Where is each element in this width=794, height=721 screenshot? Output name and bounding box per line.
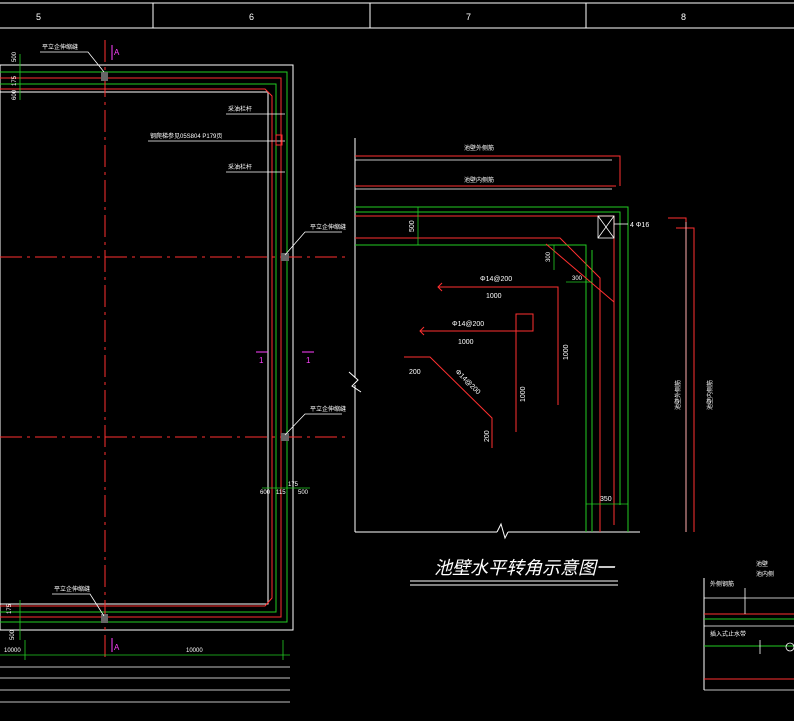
vert-label-inner: 池壁内侧筋 <box>706 380 714 410</box>
grid-header: 5 6 7 8 <box>0 2 794 29</box>
joint-top <box>101 72 108 81</box>
bar-2-label: Φ14@200 <box>452 321 484 328</box>
section-mark-a[interactable]: A <box>114 48 120 57</box>
rebar-inner-green <box>0 83 277 613</box>
rebar-corner-label: 4 Φ16 <box>630 222 649 229</box>
partial-label-c: 外侧钢筋 <box>710 580 734 588</box>
vert-label-outer: 池壁外侧筋 <box>674 380 682 410</box>
bar-1-length: 1000 <box>486 293 502 300</box>
dim-350: 350 <box>600 496 612 503</box>
joint-right-2 <box>281 433 289 441</box>
dim-right-115: 115 <box>276 490 286 496</box>
note-rail-2: 采油栏杆 <box>228 163 252 171</box>
wall-inner <box>0 91 269 605</box>
leader-joint-right-lower: 平立企伸缩缝 <box>310 405 346 413</box>
joint-bottom <box>101 614 108 623</box>
grid-label-7: 7 <box>466 12 471 22</box>
section-mark-a-bottom[interactable]: A <box>114 643 120 652</box>
len-200b: 200 <box>484 430 491 442</box>
note-rail-1: 采油栏杆 <box>228 105 252 113</box>
partial-detail-view[interactable]: 池壁 池内侧 外侧钢筋 插入式止水带 <box>703 560 794 691</box>
grid-label-8: 8 <box>681 12 686 22</box>
leader-joint-right-upper: 平立企伸缩缝 <box>310 223 346 231</box>
dim-right-600: 600 <box>260 490 271 496</box>
dim-left-top-600: 600 <box>12 89 18 100</box>
partial-label-a: 池壁 <box>756 560 768 568</box>
len-1000-vert-b: 1000 <box>520 386 527 402</box>
grid-label-6: 6 <box>249 12 254 22</box>
bar-3-label: Φ14@200 <box>454 368 482 396</box>
dim-bottom-left: 10000 <box>4 648 21 654</box>
corner-detail-view[interactable]: 池壁外侧筋 池壁内侧筋 4 Φ16 500 300 300 Φ14@200 10… <box>348 138 714 586</box>
label-outer-bar: 池壁外侧筋 <box>464 144 494 152</box>
dim-500: 500 <box>409 220 416 232</box>
dim-bottom-mid: 10000 <box>186 648 203 654</box>
partial-label-b: 池内侧 <box>756 570 774 578</box>
dim-right-500: 500 <box>298 490 309 496</box>
joint-right-1 <box>281 253 289 261</box>
grid-label-5: 5 <box>36 12 41 22</box>
len-1000-vert-a: 1000 <box>563 344 570 360</box>
dim-left-bottom-175: 175 <box>7 603 13 614</box>
plan-view[interactable]: A A 1 1 平立企伸缩缝 平立企伸缩缝 平立企伸缩缝 平立企伸缩缝 采油栏杆… <box>0 40 350 703</box>
leader-joint-bottom-left: 平立企伸缩缝 <box>54 585 90 593</box>
rebar-red-1 <box>0 77 282 618</box>
detail-title: 池壁水平转角示意图一 <box>434 558 616 578</box>
dim-left-top-500: 500 <box>12 51 18 62</box>
dim-right-175: 175 <box>288 482 299 488</box>
len-200a: 200 <box>409 369 421 376</box>
label-inner-bar: 池壁内侧筋 <box>464 176 494 184</box>
cut-mark-left[interactable]: 1 <box>259 356 264 365</box>
dim-300a: 300 <box>546 251 552 262</box>
dim-left-top-175: 175 <box>12 75 18 86</box>
wall-outer <box>0 64 294 631</box>
partial-label-d: 插入式止水带 <box>710 630 746 638</box>
dim-left-bottom-500: 500 <box>10 629 16 640</box>
dim-300b: 300 <box>572 276 583 282</box>
note-ladder: 钢爬梯参见05S804 P179页 <box>150 132 222 140</box>
bar-2-length: 1000 <box>458 339 474 346</box>
rebar-red-2 <box>0 88 273 607</box>
cut-mark-right[interactable]: 1 <box>306 356 311 365</box>
leader-joint-top-left: 平立企伸缩缝 <box>42 43 78 51</box>
bar-1-label: Φ14@200 <box>480 276 512 283</box>
rebar-outer-green <box>0 71 288 623</box>
